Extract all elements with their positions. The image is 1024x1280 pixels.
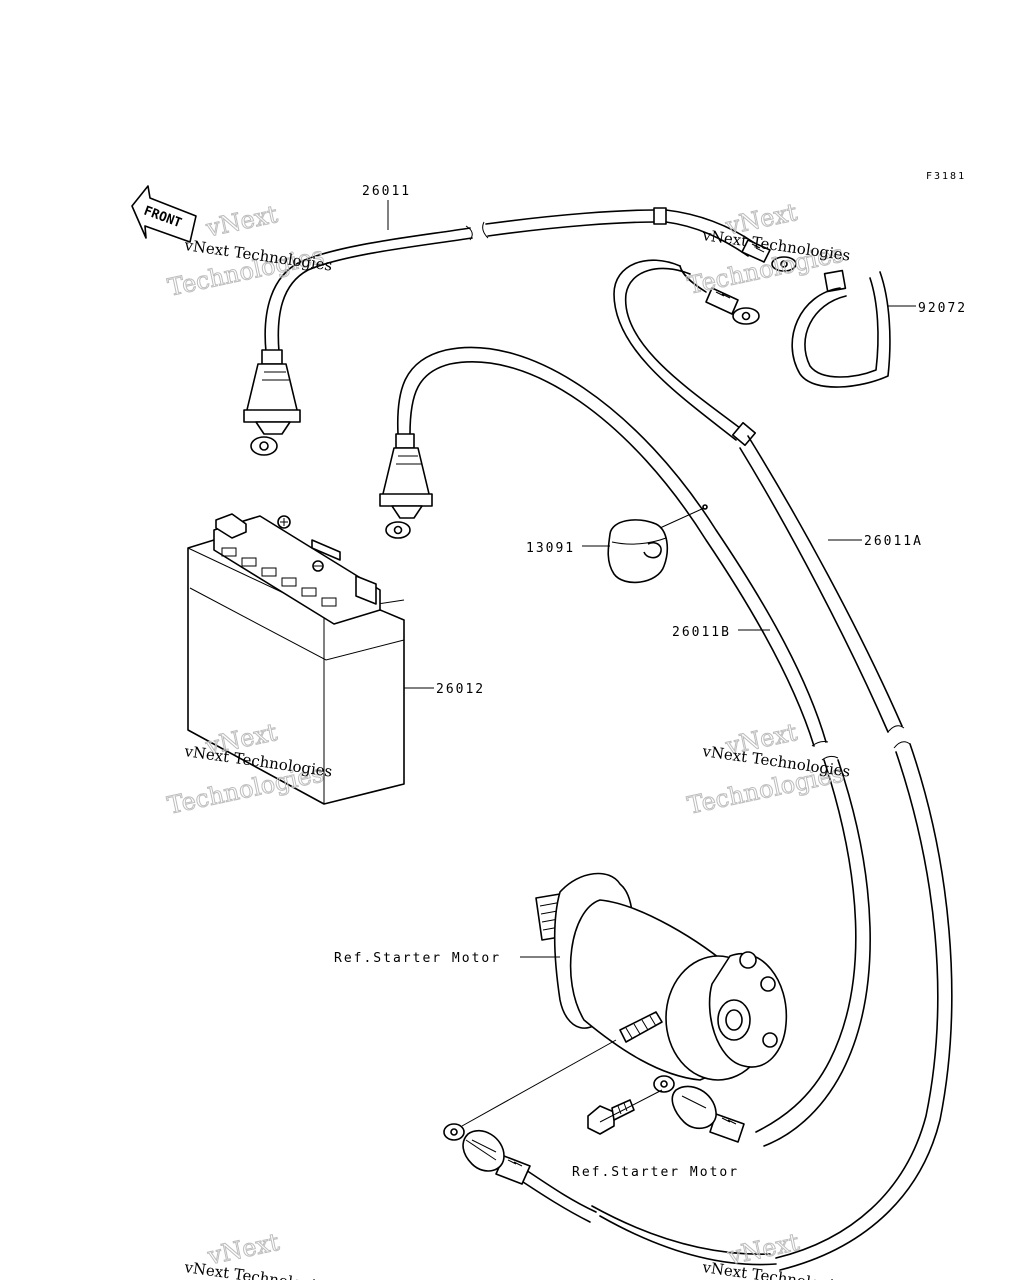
callout-92072: 92072 <box>918 301 967 316</box>
cap-13091 <box>607 519 669 584</box>
callout-13091: 13091 <box>526 541 575 556</box>
figure-code: F3181 <box>926 171 966 182</box>
callout-26012: 26012 <box>436 682 485 697</box>
svg-text:vNext: vNext <box>203 200 281 243</box>
hex-bolt <box>587 1099 635 1135</box>
callout-26011a: 26011A <box>864 534 923 549</box>
battery-26012 <box>187 513 405 805</box>
leader-lines <box>387 200 916 1161</box>
starter-motor <box>535 872 788 1081</box>
watermark-text-bottom-right: vNext Technologies <box>700 1258 851 1280</box>
front-arrow-icon: FRONT <box>131 185 197 243</box>
callout-ref-starter-motor-2: Ref.Starter Motor <box>572 1165 739 1180</box>
cable-26011 <box>243 207 797 456</box>
callout-26011: 26011 <box>362 184 411 199</box>
band-92072 <box>791 269 891 388</box>
cable-26011b <box>379 346 871 1147</box>
callout-26011b: 26011B <box>672 625 731 640</box>
cable-26011a <box>443 259 953 1271</box>
watermark-text-bottom-left: vNext Technologies <box>182 1258 333 1280</box>
callout-ref-starter-motor-1: Ref.Starter Motor <box>334 951 501 966</box>
stud-bolt <box>619 1011 663 1043</box>
